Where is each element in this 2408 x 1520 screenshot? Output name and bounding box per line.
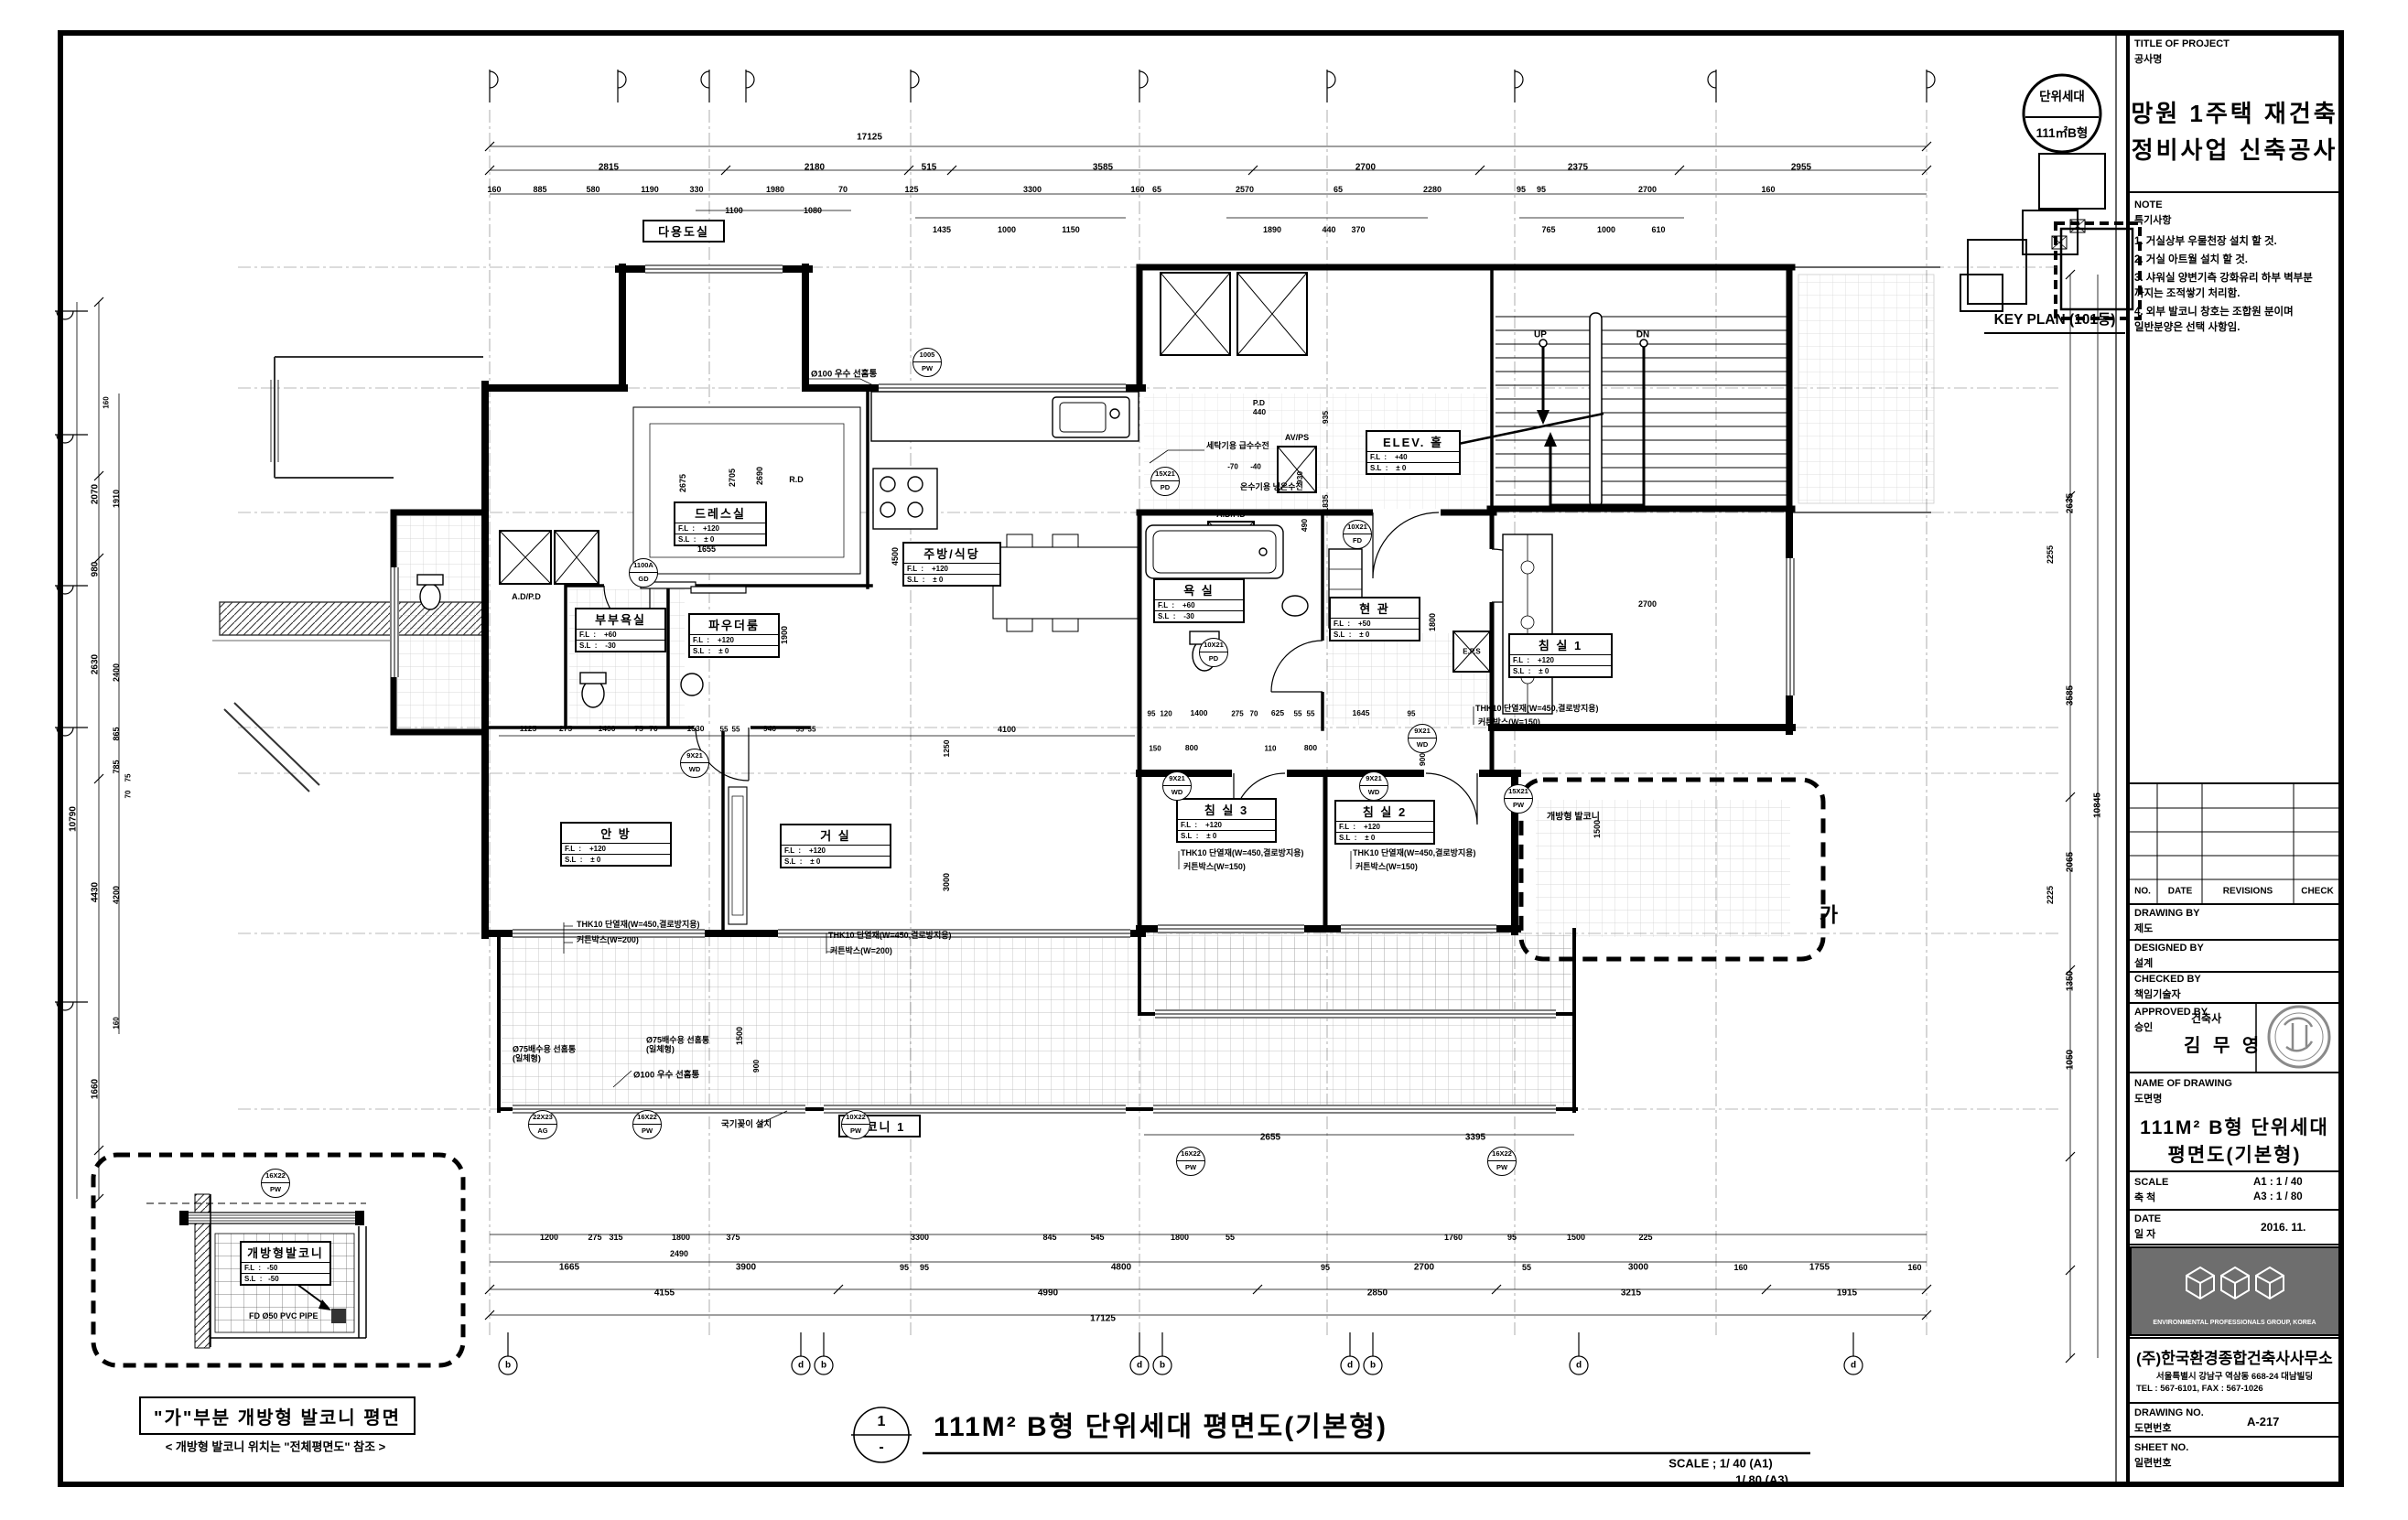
company-name: (주)한국환경종합건축사사무소	[2136, 1350, 2333, 1367]
detail-note: < 개방형 발코니 위치는 "전체평면도" 참조 >	[165, 1439, 386, 1454]
project-title-line1: 망원 1주택 재건축	[2131, 100, 2338, 127]
keyplan-unit-tag-line2: 111㎡B형	[2035, 126, 2089, 141]
date-label-ko: 일 자	[2134, 1229, 2156, 1240]
drawing-number-dash: -	[879, 1439, 884, 1455]
note-item-1: 1. 거실상부 우물천장 설치 할 것.	[2134, 236, 2277, 247]
scale-label-en: SCALE	[2134, 1177, 2169, 1188]
main-scale-line1: SCALE ; 1/ 40 (A1)	[1668, 1456, 1773, 1471]
company-tel: TEL : 567-6101, FAX : 567-1026	[2136, 1384, 2263, 1394]
logo-caption: ENVIRONMENTAL PROFESSIONALS GROUP, KOREA	[2153, 1320, 2316, 1326]
scale-a3-value: A3 : 1 / 80	[2253, 1191, 2303, 1202]
drawing-by-en: DRAWING BY	[2134, 908, 2200, 919]
approver-title: 건축사	[2191, 1012, 2222, 1025]
checked-by-ko: 책임기술자	[2134, 989, 2181, 1000]
detail-title-box: "가"부분 개방형 발코니 평면	[139, 1396, 416, 1435]
name-of-drawing-ko: 도면명	[2134, 1094, 2163, 1105]
project-title-line2: 정비사업 신축공사	[2131, 136, 2338, 164]
keyplan-caption: KEY PLAN (101동)	[1993, 312, 2116, 329]
note-item-3: 3. 샤워실 양변기측 강화유리 하부 벽부분 까지는 조적쌓기 처리함.	[2134, 273, 2313, 299]
company-address: 서울특별시 강남구 역삼동 668-24 대남빌딩	[2155, 1372, 2314, 1382]
drawing-name-line1: 111M² B형 단위세대	[2140, 1117, 2329, 1138]
checked-by-en: CHECKED BY	[2134, 974, 2201, 985]
date-label-en: DATE	[2134, 1213, 2162, 1224]
approver-name: 김 무 영	[2184, 1036, 2263, 1056]
drawing-no-ko: 도면번호	[2134, 1423, 2172, 1434]
drawing-by-ko: 제도	[2134, 923, 2154, 934]
sheet-no-en: SHEET NO.	[2134, 1442, 2189, 1453]
designed-by-ko: 설계	[2134, 958, 2154, 969]
date-value: 2016. 11.	[2261, 1221, 2306, 1234]
scale-a1-value: A1 : 1 / 40	[2253, 1177, 2303, 1188]
name-of-drawing-en: NAME OF DRAWING	[2134, 1078, 2232, 1089]
approved-by-en: APPROVED BY	[2134, 1007, 2208, 1018]
keyplan-unit-tag-line1: 단위세대	[2039, 90, 2085, 104]
drawing-no-en: DRAWING NO.	[2134, 1407, 2204, 1418]
note-item-4: 4. 외부 발코니 창호는 조합원 분이며 일반분양은 선택 사항임.	[2134, 307, 2294, 333]
sheet-no-ko: 일련번호	[2134, 1458, 2172, 1469]
drawing-number-bubble: 1	[877, 1413, 886, 1429]
drawing-no-value: A-217	[2247, 1415, 2280, 1428]
approved-by-ko: 승인	[2134, 1022, 2154, 1033]
drawing-name-line2: 평면도(기본형)	[2167, 1145, 2302, 1166]
note-item-2: 2. 거실 아트월 설치 할 것.	[2134, 254, 2248, 265]
note-heading-en: NOTE	[2134, 199, 2163, 210]
designed-by-en: DESIGNED BY	[2134, 943, 2204, 954]
scale-label-ko: 축 척	[2134, 1192, 2156, 1203]
main-drawing-title: 111M² B형 단위세대 평면도(기본형)	[934, 1411, 1388, 1442]
note-heading-ko: 특기사항	[2134, 215, 2172, 226]
title-of-project-en: TITLE OF PROJECT	[2134, 38, 2230, 49]
main-scale-line2: 1/ 80 (A3)	[1735, 1472, 1788, 1487]
title-of-project-ko: 공사명	[2134, 54, 2163, 65]
